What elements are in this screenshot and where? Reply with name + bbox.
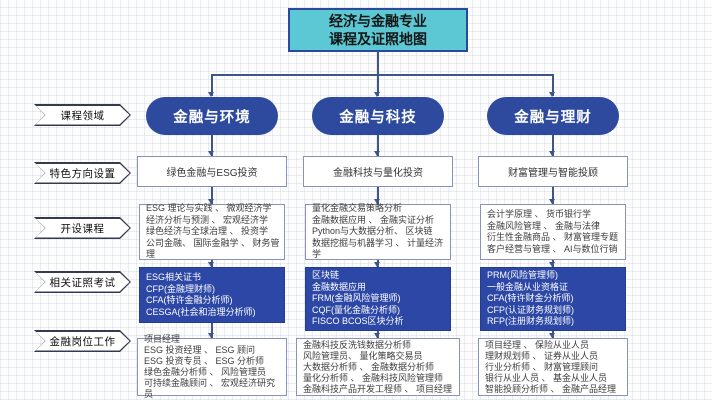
connector-line	[552, 74, 554, 96]
row-label-text: 相关证照考试	[49, 276, 116, 289]
row-label-text: 特色方向设置	[49, 167, 116, 180]
connector-line	[211, 135, 213, 156]
map-title: 经济与金融专业 课程及证照地图	[288, 8, 468, 52]
courses-text: 会计学原理 、 货币银行学 金融风险管理 、 金融与法律 衍生性金融商品 、 财…	[487, 209, 619, 254]
connector-line	[212, 74, 554, 76]
direction-box-col1: 绿色金融与ESG投资	[137, 156, 287, 187]
arrow-down-icon	[208, 262, 214, 267]
arrow-down-icon	[374, 262, 380, 267]
row-label-text: 金融岗位工作	[49, 335, 116, 348]
arrow-down-icon	[374, 333, 380, 338]
column-header-text: 金融与科技	[339, 109, 417, 126]
arrow-down-icon	[208, 199, 214, 204]
arrow-down-icon	[208, 92, 214, 97]
connector-line	[552, 187, 554, 204]
connector-line	[377, 135, 379, 156]
certificates-text: 区块链 金融数据应用 FRM(金融风险管理师) CQF(量化金融分析师) FIS…	[312, 270, 404, 327]
courses-text: 量化金融交易策略分析 金融数据应用 、 金融实证分析 Python与大数据分析、…	[312, 203, 444, 260]
jobs-box-col2: 金融科技反洗钱数据分析师 风险管理员、 量化策略交易员 大数据分析师 、 金融数…	[296, 338, 460, 396]
courses-box-col3: 会计学原理 、 货币银行学 金融风险管理 、 金融与法律 衍生性金融商品 、 财…	[480, 204, 626, 260]
row-label-course-field: 课程领域	[34, 104, 131, 126]
arrow-down-icon	[549, 333, 555, 338]
connector-line	[377, 187, 379, 204]
row-label-jobs: 金融岗位工作	[34, 330, 131, 352]
arrow-down-icon	[549, 92, 555, 97]
jobs-text: 项目经理 ESG 投资经理 、 ESG 顾问 ESG 投资专员 、 ESG 分析…	[144, 334, 276, 399]
column-header-text: 金融与环境	[173, 109, 251, 126]
certificates-box-col1: ESG相关证书 CFP(金融理财师) CFA(特许金融分析师) CESGA(社会…	[139, 267, 285, 323]
jobs-text: 项目经理 、 保险从业人员 理财规划师 、 证券从业人员 行业分析师 、 财富管…	[485, 339, 617, 394]
arrow-down-icon	[374, 199, 380, 204]
jobs-box-col1: 项目经理 ESG 投资经理 、 ESG 顾问 ESG 投资专员 、 ESG 分析…	[137, 334, 287, 399]
connector-line	[211, 187, 213, 204]
map-title-text: 经济与金融专业 课程及证照地图	[329, 13, 427, 47]
direction-text: 绿色金融与ESG投资	[166, 168, 258, 179]
connector-line	[377, 74, 379, 96]
direction-box-col3: 财富管理与智能投顾	[478, 156, 628, 187]
row-label-certificates: 相关证照考试	[34, 271, 131, 293]
arrow-down-icon	[208, 151, 214, 156]
arrow-down-icon	[549, 151, 555, 156]
direction-text: 金融科技与量化投资	[333, 168, 423, 179]
certificates-box-col2: 区块链 金融数据应用 FRM(金融风险管理师) CQF(量化金融分析师) FIS…	[305, 267, 451, 331]
arrow-down-icon	[208, 333, 214, 338]
arrow-down-icon	[374, 92, 380, 97]
column-header-finance-wealth: 金融与理财	[487, 97, 619, 135]
connector-line	[211, 74, 213, 96]
certificates-text: PRM(风险管理师) 一般金融从业资格证 CFA(特许财金分析师) CFP(认证…	[487, 270, 574, 327]
row-label-courses: 开设课程	[34, 217, 131, 239]
row-label-direction: 特色方向设置	[34, 162, 131, 184]
column-header-finance-technology: 金融与科技	[312, 97, 444, 135]
certificates-box-col3: PRM(风险管理师) 一般金融从业资格证 CFA(特许财金分析师) CFP(认证…	[480, 267, 626, 331]
courses-box-col1: ESG 理论与实践 、 微观经济学 经济分析与预测 、 宏观经济学 绿色经济与全…	[139, 203, 285, 260]
arrow-down-icon	[549, 262, 555, 267]
certificates-text: ESG相关证书 CFP(金融理财师) CFA(特许金融分析师) CESGA(社会…	[146, 272, 256, 317]
jobs-text: 金融科技反洗钱数据分析师 风险管理员、 量化策略交易员 大数据分析师 、 金融数…	[303, 339, 453, 394]
courses-text: ESG 理论与实践 、 微观经济学 经济分析与预测 、 宏观经济学 绿色经济与全…	[146, 203, 280, 260]
arrow-down-icon	[374, 151, 380, 156]
row-label-text: 课程领域	[60, 109, 105, 122]
connector-line	[552, 135, 554, 156]
courses-box-col2: 量化金融交易策略分析 金融数据应用 、 金融实证分析 Python与大数据分析、…	[305, 203, 451, 260]
connector-line	[211, 323, 213, 338]
direction-text: 财富管理与智能投顾	[508, 168, 598, 179]
jobs-box-col3: 项目经理 、 保险从业人员 理财规划师 、 证券从业人员 行业分析师 、 财富管…	[478, 338, 628, 396]
connector-line	[377, 52, 379, 74]
column-header-text: 金融与理财	[514, 109, 592, 126]
arrow-down-icon	[549, 199, 555, 204]
direction-box-col2: 金融科技与量化投资	[303, 156, 453, 187]
column-header-finance-environment: 金融与环境	[146, 97, 278, 135]
row-label-text: 开设课程	[60, 222, 105, 235]
